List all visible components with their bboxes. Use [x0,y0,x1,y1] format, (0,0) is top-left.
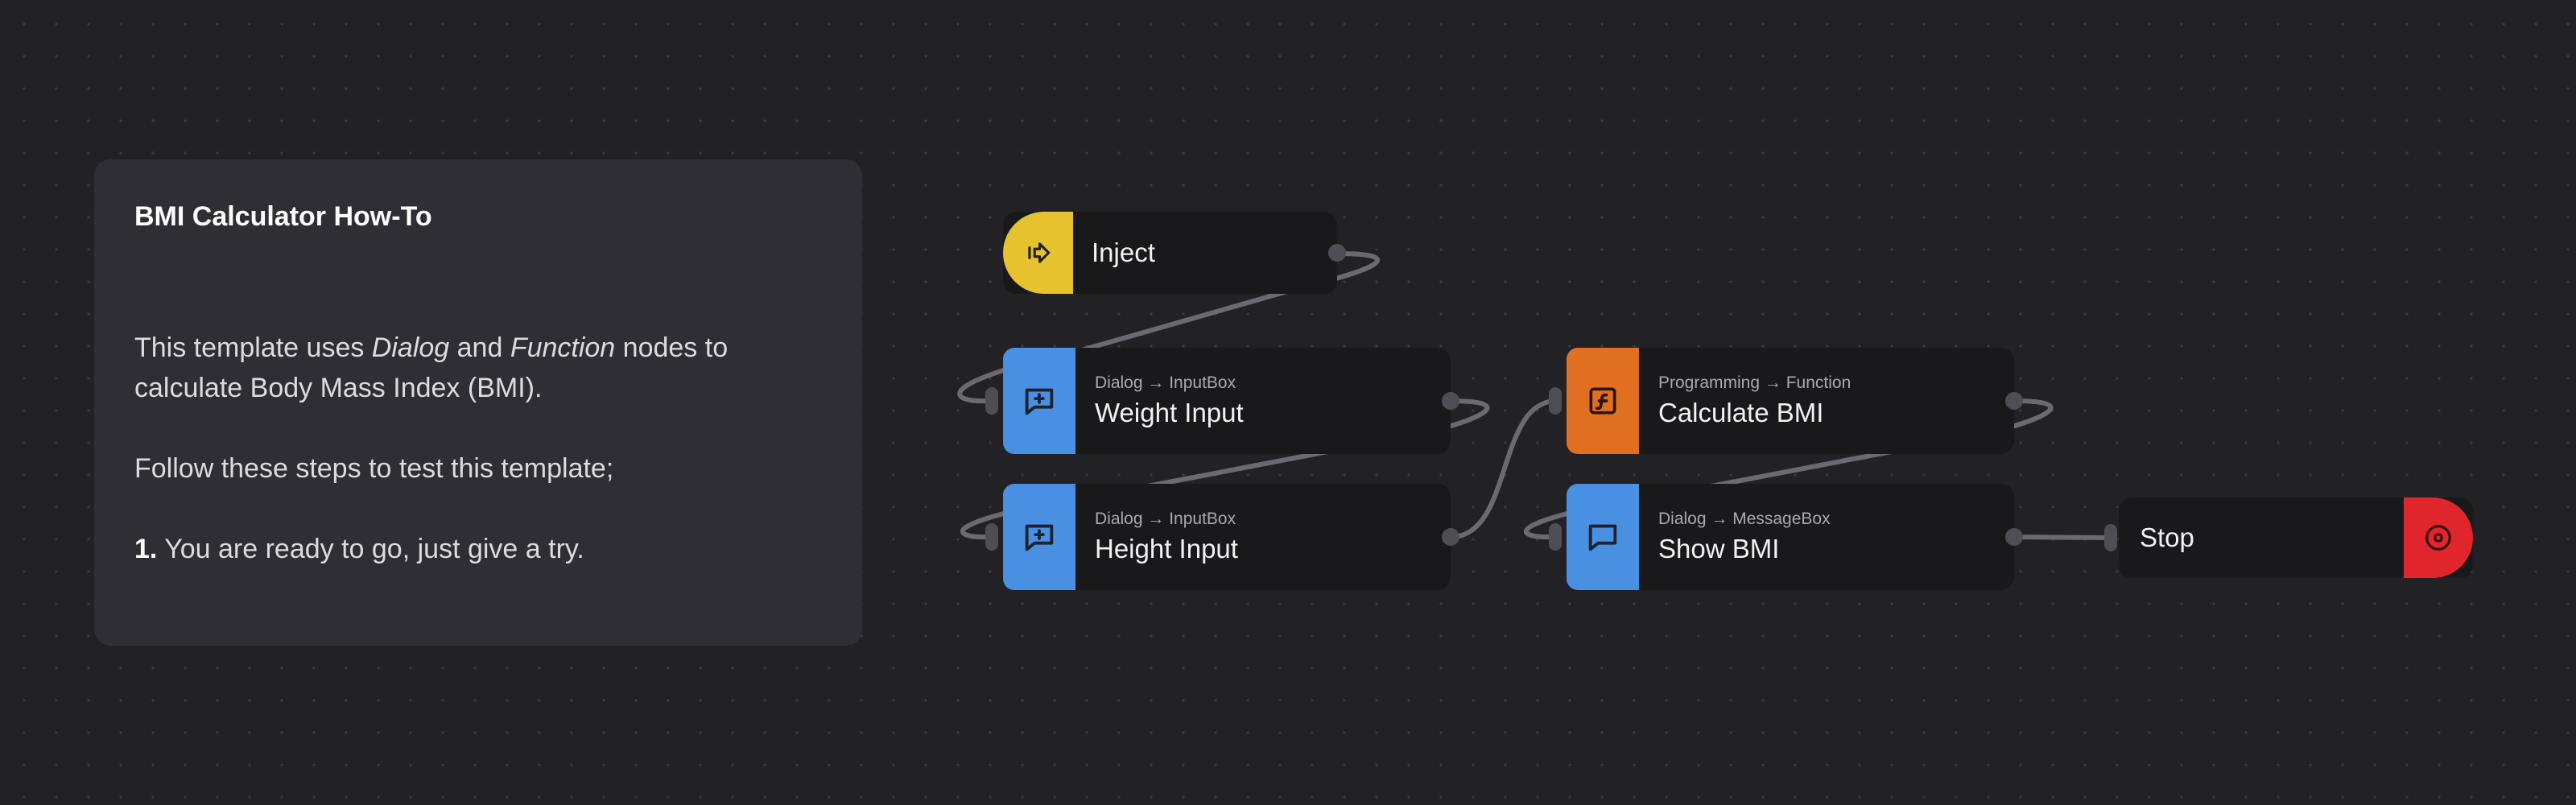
show-bmi-output-port[interactable] [2005,528,2023,546]
message-icon [1584,518,1621,555]
calculate-bmi-icon-box [1567,348,1639,454]
message-plus-icon [1021,382,1058,419]
weight-input-subtitle: Dialog → InputBox [1095,374,1236,392]
height-input-title: Height Input [1095,534,1238,564]
height-input-node[interactable]: Dialog → InputBox Height Input [985,484,1459,590]
height-input-output-port[interactable] [1442,528,1459,546]
note-panel[interactable]: BMI Calculator How-To This template uses… [94,159,862,646]
inject-output-port[interactable] [1328,244,1346,262]
show-bmi-title: Show BMI [1658,534,1780,564]
note-paragraph-follow: Follow these steps to test this template… [134,453,614,484]
note-title: BMI Calculator How-To [134,201,432,232]
calculate-bmi-title: Calculate BMI [1658,398,1824,427]
show-bmi-icon-box [1567,484,1639,590]
stop-node[interactable]: Stop [2104,497,2473,578]
note-paragraph-intro: This template uses Dialog and Function n… [134,332,729,403]
inject-node-icon-box [1003,212,1073,294]
stop-node-text: Stop [2140,497,2194,578]
show-bmi-subtitle: Dialog → MessageBox [1658,510,1831,528]
inject-node-title: Inject [1092,237,1155,267]
calculate-bmi-subtitle: Programming → Function [1658,374,1852,392]
calculate-bmi-node[interactable]: Programming → Function Calculate BMI [1549,348,2023,454]
weight-input-node[interactable]: Dialog → InputBox Weight Input [985,348,1459,454]
show-bmi-input-port[interactable] [1549,523,1562,551]
weight-input-text: Dialog → InputBox Weight Input [1095,348,1244,454]
wire-show-stop [2012,535,2113,540]
function-icon [1585,383,1620,419]
weight-input-input-port[interactable] [985,387,998,415]
calculate-bmi-input-port[interactable] [1549,387,1562,415]
show-bmi-text: Dialog → MessageBox Show BMI [1658,484,1831,590]
message-plus-icon [1021,518,1058,555]
weight-input-title: Weight Input [1095,398,1244,427]
stop-icon [2423,522,2454,553]
calculate-bmi-text: Programming → Function Calculate BMI [1658,348,1851,454]
height-input-subtitle: Dialog → InputBox [1095,510,1236,528]
show-bmi-node[interactable]: Dialog → MessageBox Show BMI [1549,484,2023,590]
weight-input-icon-box [1003,348,1075,454]
calculate-bmi-output-port[interactable] [2005,392,2023,410]
inject-node[interactable]: Inject [1003,212,1346,294]
height-input-input-port[interactable] [985,523,998,551]
stop-input-port[interactable] [2104,524,2117,551]
inject-arrow-icon [1023,237,1054,268]
height-input-text: Dialog → InputBox Height Input [1095,484,1238,590]
inject-node-text: Inject [1092,212,1155,294]
stop-node-title: Stop [2140,522,2194,552]
note-paragraph-step-1: 1. You are ready to go, just give a try. [134,534,584,564]
stop-node-icon-box [2404,497,2473,578]
height-input-icon-box [1003,484,1075,590]
weight-input-output-port[interactable] [1442,392,1459,410]
wire-height-calc [1448,398,1559,539]
